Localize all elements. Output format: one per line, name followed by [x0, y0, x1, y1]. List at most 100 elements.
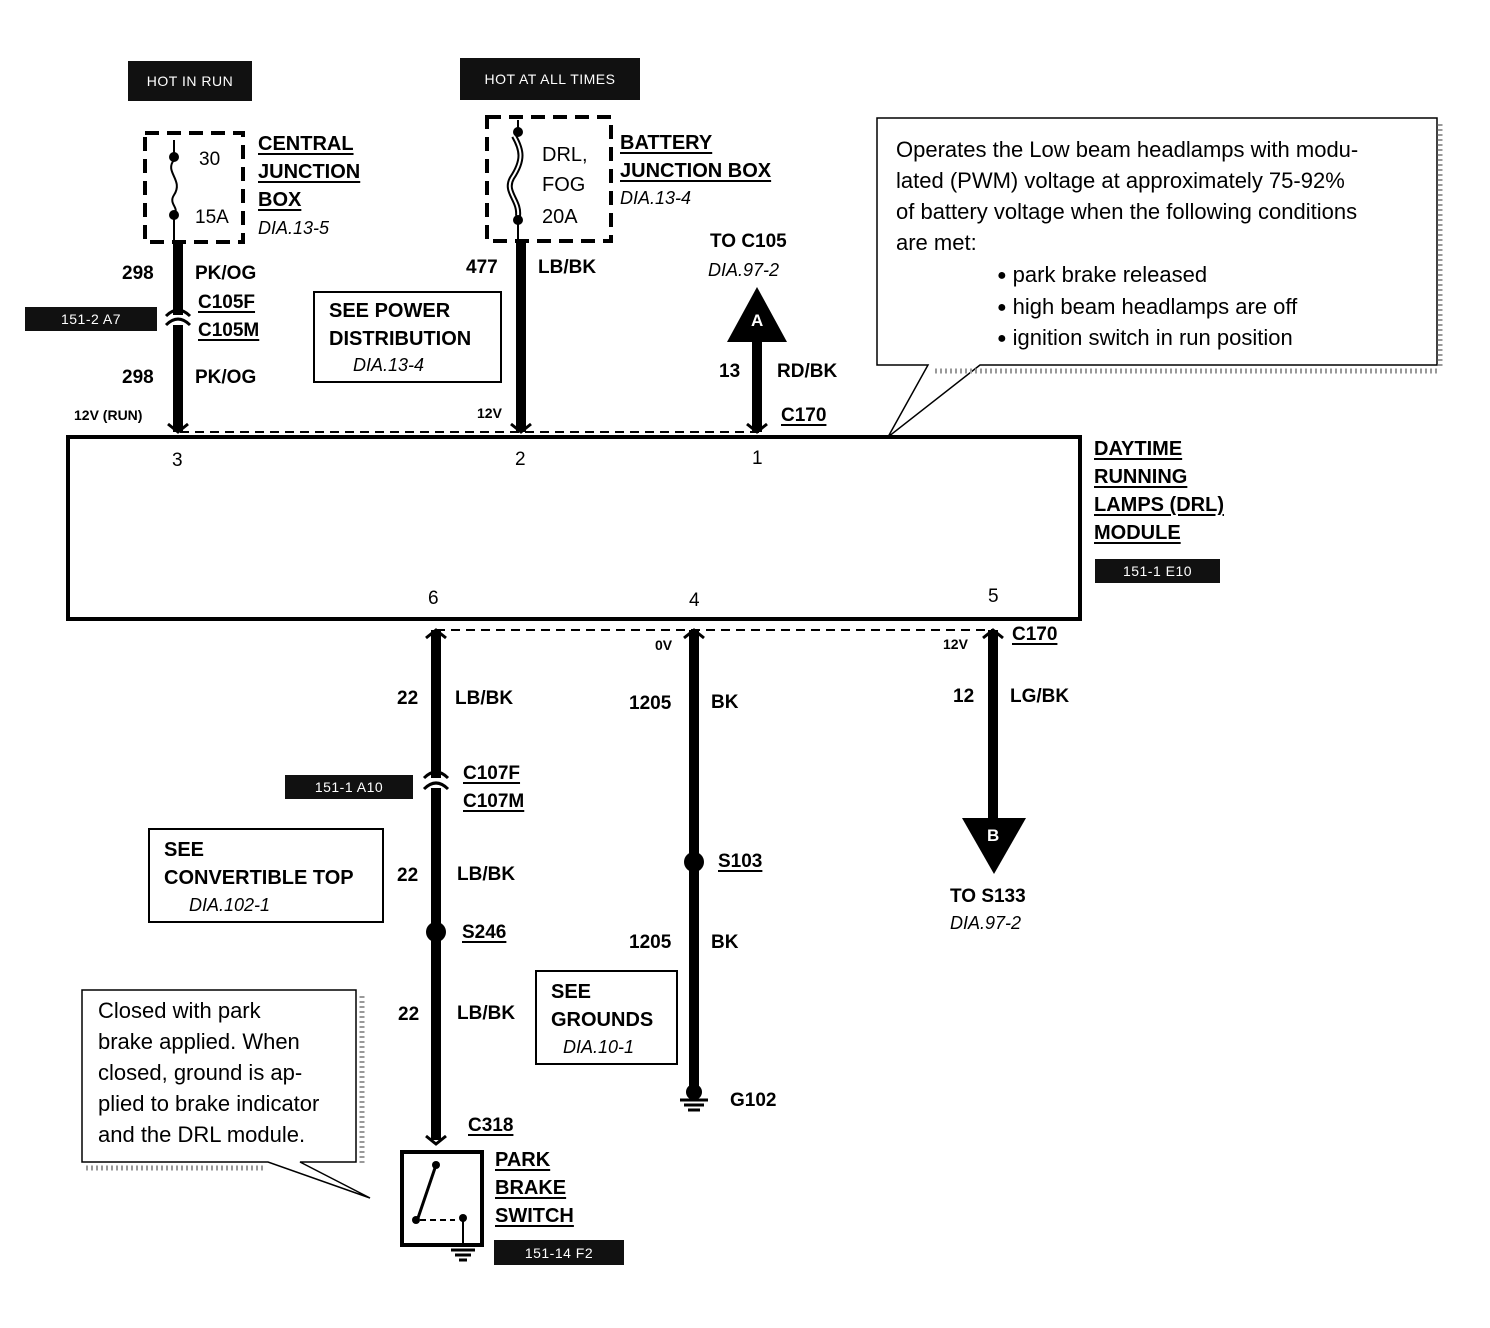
- splice-s246: S246: [462, 922, 507, 943]
- hot-at-all-times-label: HOT AT ALL TIMES: [484, 71, 616, 87]
- circuit-1205-number-a: 1205: [629, 693, 672, 714]
- connector-c170-bottom: C170: [1012, 624, 1058, 645]
- see-convertible-ref: DIA.102-1: [189, 895, 271, 915]
- wire-22: [422, 628, 450, 1146]
- bjb-fuse-name-line2: FOG: [542, 174, 586, 196]
- offpage-a-letter: A: [751, 311, 764, 330]
- circuit-13-color: RD/BK: [777, 361, 838, 382]
- circuit-298-number: 298: [122, 263, 154, 284]
- voltage-pin2: 12V: [477, 405, 502, 421]
- fuse-30-symbol: [169, 140, 179, 240]
- module-name-line2: RUNNING: [1094, 466, 1188, 488]
- locator-tag-drl-module-label: 151-1 E10: [1122, 563, 1193, 579]
- ground-g102: G102: [730, 1090, 777, 1111]
- circuit-298-color: PK/OG: [195, 263, 257, 284]
- circuit-1205-color-a: BK: [711, 692, 739, 713]
- hot-in-run-tag: HOT IN RUN: [128, 61, 252, 101]
- wire-12: [982, 628, 1004, 822]
- see-power-ref: DIA.13-4: [353, 355, 425, 375]
- cjb-fuse-number: 30: [199, 149, 221, 170]
- circuit-22-color-b: LB/BK: [457, 864, 516, 885]
- see-power-line2: DISTRIBUTION: [329, 328, 472, 350]
- connector-c107f: C107F: [463, 763, 521, 784]
- battery-junction-box-outline: [485, 115, 613, 243]
- cjb-ref: DIA.13-5: [258, 218, 330, 238]
- see-convertible-line1: SEE: [164, 839, 205, 861]
- callout-top-bullet: park brake released: [997, 262, 1207, 288]
- callout-bottom-line5: and the DRL module.: [98, 1122, 306, 1147]
- park-brake-switch-symbol: [400, 1150, 484, 1262]
- see-grounds-line1: SEE: [551, 981, 592, 1003]
- locator-tag-drl-module: 151-1 E10: [1095, 559, 1220, 583]
- see-power-line1: SEE POWER: [329, 300, 451, 322]
- see-power-box: [313, 291, 502, 383]
- voltage-pin5: 12V: [943, 636, 968, 652]
- circuit-1205-color-b: BK: [711, 932, 739, 953]
- see-grounds-ref: DIA.10-1: [563, 1037, 635, 1057]
- wire-13: [746, 340, 768, 434]
- splice-s246-dot: [426, 922, 446, 942]
- connector-c170-top: C170: [781, 405, 827, 426]
- callout-top-bullet: high beam headlamps are off: [997, 294, 1298, 320]
- callout-bottom-line1: Closed with park: [98, 998, 261, 1023]
- callout-top-text: Operates the Low beam headlamps with mod…: [896, 134, 1358, 258]
- bjb-name-line1: BATTERY: [620, 132, 713, 154]
- callout-top-line1: Operates the Low beam headlamps with mod…: [896, 137, 1359, 162]
- circuit-22-number-a: 22: [397, 688, 419, 709]
- splice-s103: S103: [718, 851, 763, 872]
- hot-in-run-label: HOT IN RUN: [146, 73, 234, 89]
- cjb-fuse-rating: 15A: [195, 207, 229, 228]
- circuit-22-number-c: 22: [398, 1004, 420, 1025]
- bjb-fuse-rating: 20A: [542, 206, 578, 228]
- voltage-pin4: 0V: [655, 637, 673, 653]
- connector-c318: C318: [468, 1115, 514, 1136]
- cjb-name-line3: BOX: [258, 189, 302, 211]
- park-brake-switch-line3: SWITCH: [495, 1205, 574, 1227]
- module-pin-6: 6: [428, 588, 439, 609]
- park-brake-switch-line1: PARK: [495, 1149, 551, 1171]
- callout-top-line3: of battery voltage when the following co…: [896, 199, 1358, 224]
- fuse-drl-fog-symbol: [506, 120, 524, 240]
- callout-top-line2: lated (PWM) voltage at approximately 75-…: [896, 168, 1345, 193]
- locator-tag-c105-label: 151-2 A7: [60, 311, 122, 327]
- circuit-22-color-a: LB/BK: [455, 688, 514, 709]
- locator-tag-c105: 151-2 A7: [25, 307, 157, 331]
- see-convertible-box: [148, 828, 384, 923]
- circuit-13-number: 13: [719, 361, 741, 382]
- central-junction-box-outline: [143, 131, 245, 244]
- circuit-298-color-lower: PK/OG: [195, 367, 257, 388]
- callout-bottom-line4: plied to brake indicator: [98, 1091, 320, 1116]
- offpage-b-to: TO S133: [950, 886, 1026, 907]
- callout-bottom-line2: brake applied. When: [98, 1029, 300, 1054]
- callout-bottom-bubble: [81, 989, 371, 1199]
- offpage-b-ref: DIA.97-2: [950, 913, 1022, 933]
- connector-c105f: C105F: [198, 292, 256, 313]
- drl-module-box: [66, 435, 1082, 621]
- offpage-a-ref: DIA.97-2: [708, 260, 780, 280]
- circuit-477-number: 477: [466, 257, 498, 278]
- callout-top-line4: are met:: [896, 230, 977, 255]
- module-pin-1: 1: [752, 448, 763, 469]
- module-pin-4: 4: [689, 590, 700, 611]
- module-name-line3: LAMPS (DRL): [1094, 494, 1224, 516]
- locator-tag-park-brake-switch-label: 151-14 F2: [524, 1244, 594, 1261]
- cjb-name-line1: CENTRAL: [258, 133, 354, 155]
- offpage-a-to: TO C105: [710, 231, 787, 252]
- hot-at-all-times-tag: HOT AT ALL TIMES: [460, 58, 640, 100]
- park-brake-switch-line2: BRAKE: [495, 1177, 567, 1199]
- circuit-22-number-b: 22: [397, 865, 419, 886]
- circuit-12-color: LG/BK: [1010, 686, 1070, 707]
- circuit-477-color: LB/BK: [538, 257, 597, 278]
- see-grounds-box: [535, 970, 678, 1065]
- ground-g102-symbol: [680, 1084, 708, 1112]
- locator-tag-park-brake-switch: 151-14 F2: [494, 1240, 624, 1265]
- see-convertible-line2: CONVERTIBLE TOP: [164, 867, 354, 889]
- module-pin-3: 3: [172, 450, 183, 471]
- offpage-arrow-b: [962, 818, 1026, 874]
- module-name-line4: MODULE: [1094, 522, 1181, 544]
- splice-s103-dot: [684, 852, 704, 872]
- voltage-pin3: 12V (RUN): [74, 407, 143, 423]
- locator-tag-c107-label: 151-1 A10: [314, 779, 384, 795]
- module-name-line1: DAYTIME: [1094, 438, 1183, 460]
- locator-tag-c107: 151-1 A10: [285, 775, 413, 799]
